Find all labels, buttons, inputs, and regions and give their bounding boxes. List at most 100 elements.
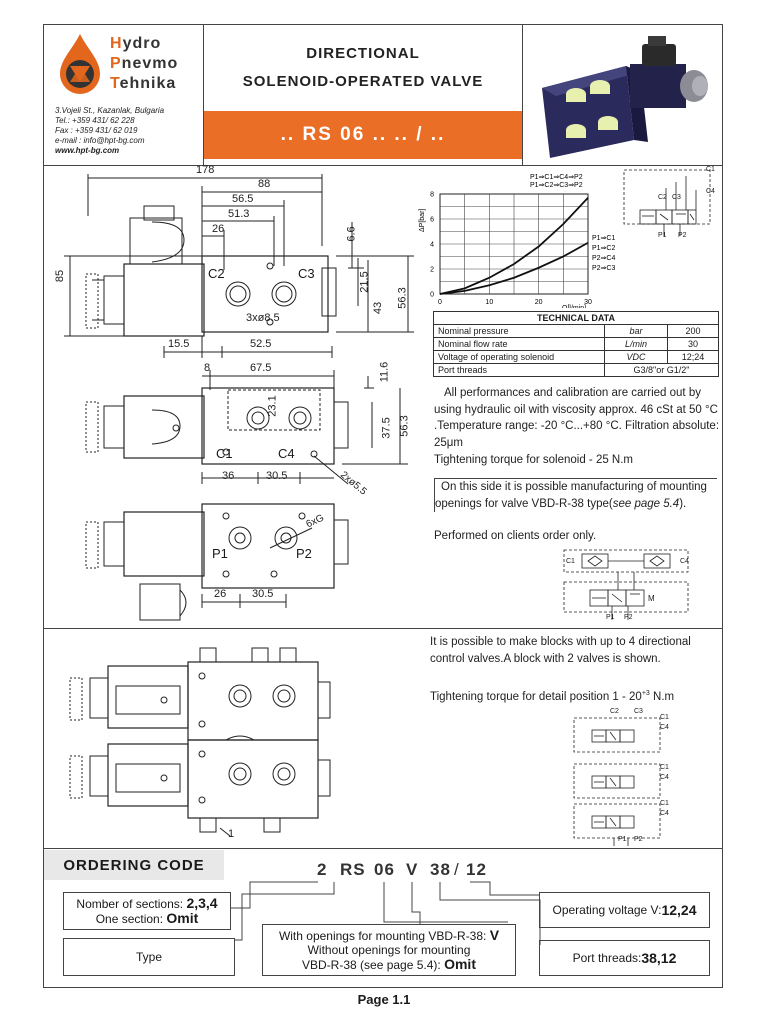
chart-right-label: P1⇒C2 xyxy=(592,245,615,252)
dim-30-5: 30.5 xyxy=(266,470,288,482)
detail-torque-unit: N.m xyxy=(649,690,675,703)
sections-box: Nomber of sections: 2,3,4 One section: O… xyxy=(63,892,231,930)
openings-label: With openings for mounting VBD-R-38: xyxy=(278,929,490,943)
sch-c3: C3 xyxy=(672,194,681,201)
detail-torque-note: Tightening torque for detail position 1 … xyxy=(430,686,720,705)
chart-x-tick-label: 10 xyxy=(485,299,493,306)
sch3-c3: C3 xyxy=(634,708,643,715)
sch-p1: P1 xyxy=(658,232,667,239)
openings-omit-label: VBD-R-38 (see page 5.4): xyxy=(302,958,445,972)
valve-block-drawing: 1 xyxy=(60,640,356,840)
dim-26-low: 26 xyxy=(214,588,227,600)
code-part-threads: 38 xyxy=(430,860,451,879)
sch3-c4b: C4 xyxy=(660,774,669,781)
chart-right-label: P2⇒C4 xyxy=(592,255,615,262)
chart-y-tick-label: 4 xyxy=(430,242,434,249)
type-label: Type xyxy=(135,950,162,964)
sch3-c4c: C4 xyxy=(660,810,669,817)
sch3-c4: C4 xyxy=(660,724,669,731)
code-part-sections: 2 xyxy=(317,860,328,879)
logo-letter-p: P xyxy=(110,55,122,72)
code-part-type: RS xyxy=(340,860,366,879)
voltage-label: Operating voltage V: xyxy=(552,903,662,917)
sch2-p2: P2 xyxy=(624,614,633,621)
company-email[interactable]: e-mail : info@hpt-bg.com xyxy=(55,136,145,145)
company-name: Hydro Pnevmo Tehnika xyxy=(110,34,178,94)
header-vdivider-1 xyxy=(203,24,204,165)
title-line-2: SOLENOID-OPERATED VALVE xyxy=(242,73,484,90)
company-web[interactable]: www.hpt-bg.com xyxy=(55,146,120,155)
sch3-p1: P1 xyxy=(618,836,627,843)
code-part-openings: V xyxy=(406,860,419,879)
ordering-divider xyxy=(43,848,723,849)
dim-30-5-low: 30.5 xyxy=(252,588,274,600)
clients-note: Performed on clients order only. xyxy=(434,530,597,542)
sections-line-1: Nomber of sections: 2,3,4 xyxy=(76,896,217,911)
one-section-value: Omit xyxy=(166,910,199,926)
dim-15-5: 15.5 xyxy=(168,338,190,350)
sch2-c1: C1 xyxy=(566,558,575,565)
openings-line-1: With openings for mounting VBD-R-38: V xyxy=(279,928,499,943)
port-c1-label: C1 xyxy=(216,446,233,461)
blocks-note: It is possible to make blocks with up to… xyxy=(430,636,691,665)
page-title: DIRECTIONAL SOLENOID-OPERATED VALVE xyxy=(204,44,522,100)
side-note-link[interactable]: see page 5.4 xyxy=(612,497,680,510)
chart-y-axis-label: ΔP[bar] xyxy=(419,209,426,232)
sch-c4: C4 xyxy=(706,188,715,195)
company-address: 3.Vojeli St., Kazanlak, Bulgaria xyxy=(55,106,165,115)
type-box: Type xyxy=(63,938,235,976)
openings-line-2: Without openings for mounting xyxy=(307,943,471,957)
side-note-end: ). xyxy=(679,497,687,510)
openings-value: V xyxy=(489,927,500,943)
chart-legend-entry: P1⇒C2⇒C3⇒P2 xyxy=(530,182,583,189)
header-divider xyxy=(43,165,723,166)
sch-c2: C2 xyxy=(658,194,667,201)
port-c2-label: C2 xyxy=(208,266,225,281)
port-c4-label: C4 xyxy=(278,446,295,461)
chart-svg: 010203002468Q[l/min]ΔP[bar]P1⇒C1⇒C4⇒P2P1… xyxy=(419,174,615,312)
chart-series-line-1 xyxy=(439,241,589,295)
product-photo xyxy=(530,30,716,158)
sch3-c1b: C1 xyxy=(660,764,669,771)
dim-88: 88 xyxy=(258,178,271,190)
sch3-c1: C1 xyxy=(660,714,669,721)
chart-y-tick-label: 8 xyxy=(430,192,434,199)
threads-box: Port threads:38,12 xyxy=(539,940,710,976)
code-part-voltage: 12 xyxy=(466,860,487,879)
detail-torque-text: Tightening torque for detail position 1 … xyxy=(430,690,642,703)
sch2-p1: P1 xyxy=(606,614,615,621)
chart-y-tick-label: 2 xyxy=(430,267,434,274)
ordering-title-text: ORDERING CODE xyxy=(63,856,205,874)
side-note: On this side it is possible manufacturin… xyxy=(434,478,717,512)
page-number: Page 1.1 xyxy=(357,992,411,1007)
dim-8: 8 xyxy=(204,362,211,374)
title-line-1: DIRECTIONAL xyxy=(306,45,420,62)
chart-x-tick-label: 0 xyxy=(438,299,442,306)
header-vdivider-2 xyxy=(522,24,523,165)
dim-3x-holes: 3xø8.5 xyxy=(246,312,280,324)
dim-52-5: 52.5 xyxy=(250,338,272,350)
threads-value: 38,12 xyxy=(641,950,677,966)
performance-note: All performances and calibration are car… xyxy=(434,387,720,449)
product-code-bar: .. RS 06 .. .. / .. xyxy=(204,111,522,159)
detail-position-label: 1 xyxy=(228,828,235,840)
hydraulic-schematic-1: C1 C4 C2 C3 P1 P2 xyxy=(620,166,720,242)
tech-cell: Port threads xyxy=(433,363,605,377)
company-logo xyxy=(58,32,102,96)
torque-note: Tightening torque for solenoid - 25 N.m xyxy=(434,454,634,466)
sch3-c2: C2 xyxy=(610,708,619,715)
dim-178: 178 xyxy=(196,164,215,176)
droplet-logo-icon xyxy=(60,34,100,94)
company-tel: Tel.: +359 431/ 62 228 xyxy=(55,116,135,125)
code-part-slash: / xyxy=(454,860,460,879)
chart-right-label: P1⇒C1 xyxy=(592,235,615,242)
sch3-c1c: C1 xyxy=(660,800,669,807)
port-p2-label: P2 xyxy=(296,546,312,561)
logo-letter-h: H xyxy=(110,35,123,52)
dim-26: 26 xyxy=(212,223,225,235)
logo-word-1: ydro xyxy=(122,35,162,52)
dim-56-5: 56.5 xyxy=(232,193,254,205)
